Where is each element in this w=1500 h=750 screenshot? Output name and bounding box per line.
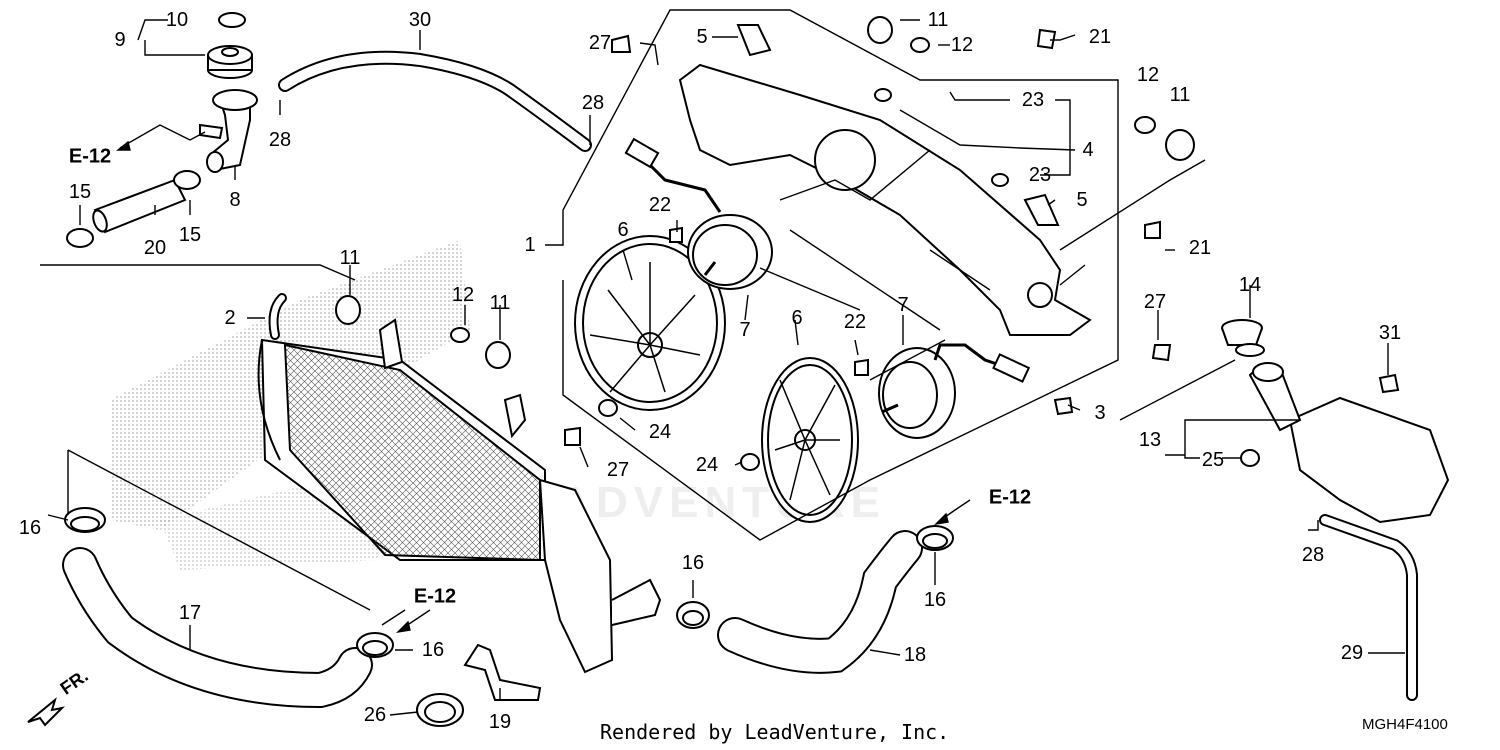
filler-neck xyxy=(199,89,258,173)
callout-30: 30 xyxy=(408,9,432,31)
callout-24: 24 xyxy=(648,421,672,443)
callout-15: 15 xyxy=(178,224,202,246)
callout-19: 19 xyxy=(488,711,512,733)
callout-12: 12 xyxy=(1136,64,1160,86)
callout-20: 20 xyxy=(143,237,167,259)
fan-shroud xyxy=(678,63,1092,336)
callout-28: 28 xyxy=(1301,544,1325,566)
callout-13: 13 xyxy=(1138,429,1162,451)
clamp-26 xyxy=(416,693,464,727)
callout-25: 25 xyxy=(1201,449,1225,471)
callout-12: 12 xyxy=(950,34,974,56)
callout-5: 5 xyxy=(696,26,708,48)
callout-3: 3 xyxy=(1094,402,1106,424)
callout-9: 9 xyxy=(114,29,126,51)
callout-23: 23 xyxy=(1028,164,1052,186)
reference-arrows xyxy=(116,124,971,634)
clamp-16a xyxy=(64,507,106,533)
callout-1: 1 xyxy=(524,234,536,256)
callout-11: 11 xyxy=(927,9,949,31)
diagram-code: MGH4F4100 xyxy=(1362,716,1448,733)
render-credit: Rendered by LeadVenture, Inc. xyxy=(600,720,950,744)
callout-16: 16 xyxy=(923,589,947,611)
fan-left xyxy=(574,235,726,411)
callout-11: 11 xyxy=(1169,84,1191,106)
callout-12: 12 xyxy=(451,284,475,306)
reserve-tank xyxy=(1248,362,1450,524)
callout-26: 26 xyxy=(363,704,387,726)
hose-30 xyxy=(278,50,592,152)
callout-28: 28 xyxy=(581,92,605,114)
callout-10: 10 xyxy=(165,9,189,31)
callout-7: 7 xyxy=(739,319,751,341)
callout-16: 16 xyxy=(18,517,42,539)
callout-21: 21 xyxy=(1188,237,1212,259)
clamp-16c xyxy=(676,601,710,629)
front-arrow xyxy=(27,697,66,727)
callout-15: 15 xyxy=(68,181,92,203)
callout-22: 22 xyxy=(648,194,672,216)
radiator xyxy=(257,318,662,674)
callout-6: 6 xyxy=(617,219,629,241)
callout-29: 29 xyxy=(1340,642,1364,664)
callout-2: 2 xyxy=(224,307,236,329)
clamp-16d xyxy=(916,525,954,551)
motor-wire-lower xyxy=(933,343,1001,367)
callout-27: 27 xyxy=(606,459,630,481)
clamp-16b xyxy=(356,632,394,658)
fan-motor-lower xyxy=(878,347,956,439)
callout-22: 22 xyxy=(843,311,867,333)
callout-11: 11 xyxy=(489,292,511,314)
cap-seal xyxy=(218,12,246,28)
reserve-cap xyxy=(1221,319,1265,357)
reference-e12[interactable]: E-12 xyxy=(68,145,112,168)
callout-23: 23 xyxy=(1021,89,1045,111)
clamp-15a xyxy=(66,228,94,248)
callout-5: 5 xyxy=(1076,189,1088,211)
callout-7: 7 xyxy=(897,294,909,316)
callout-16: 16 xyxy=(681,552,705,574)
callout-24: 24 xyxy=(695,454,719,476)
fan-motor-upper xyxy=(687,214,773,290)
leader-lines xyxy=(40,9,1405,716)
callout-17: 17 xyxy=(178,602,202,624)
clamp-15b xyxy=(173,170,201,190)
callout-28: 28 xyxy=(268,129,292,151)
callout-27: 27 xyxy=(588,32,612,54)
callout-11: 11 xyxy=(339,247,361,269)
callout-31: 31 xyxy=(1378,322,1402,344)
callout-4: 4 xyxy=(1082,139,1094,161)
radiator-cap xyxy=(207,45,253,79)
callout-6: 6 xyxy=(791,307,803,329)
callout-8: 8 xyxy=(229,189,241,211)
callout-16: 16 xyxy=(421,639,445,661)
callout-21: 21 xyxy=(1088,26,1112,48)
callout-18: 18 xyxy=(903,644,927,666)
reference-e12[interactable]: E-12 xyxy=(413,585,457,608)
callout-27: 27 xyxy=(1143,291,1167,313)
hose-20 xyxy=(92,178,187,234)
motor-wire-upper xyxy=(638,153,722,213)
reference-e12[interactable]: E-12 xyxy=(988,486,1032,509)
bracket-19 xyxy=(463,643,542,701)
fan-right xyxy=(761,357,859,523)
callout-14: 14 xyxy=(1238,274,1262,296)
small-parts xyxy=(335,16,1400,471)
